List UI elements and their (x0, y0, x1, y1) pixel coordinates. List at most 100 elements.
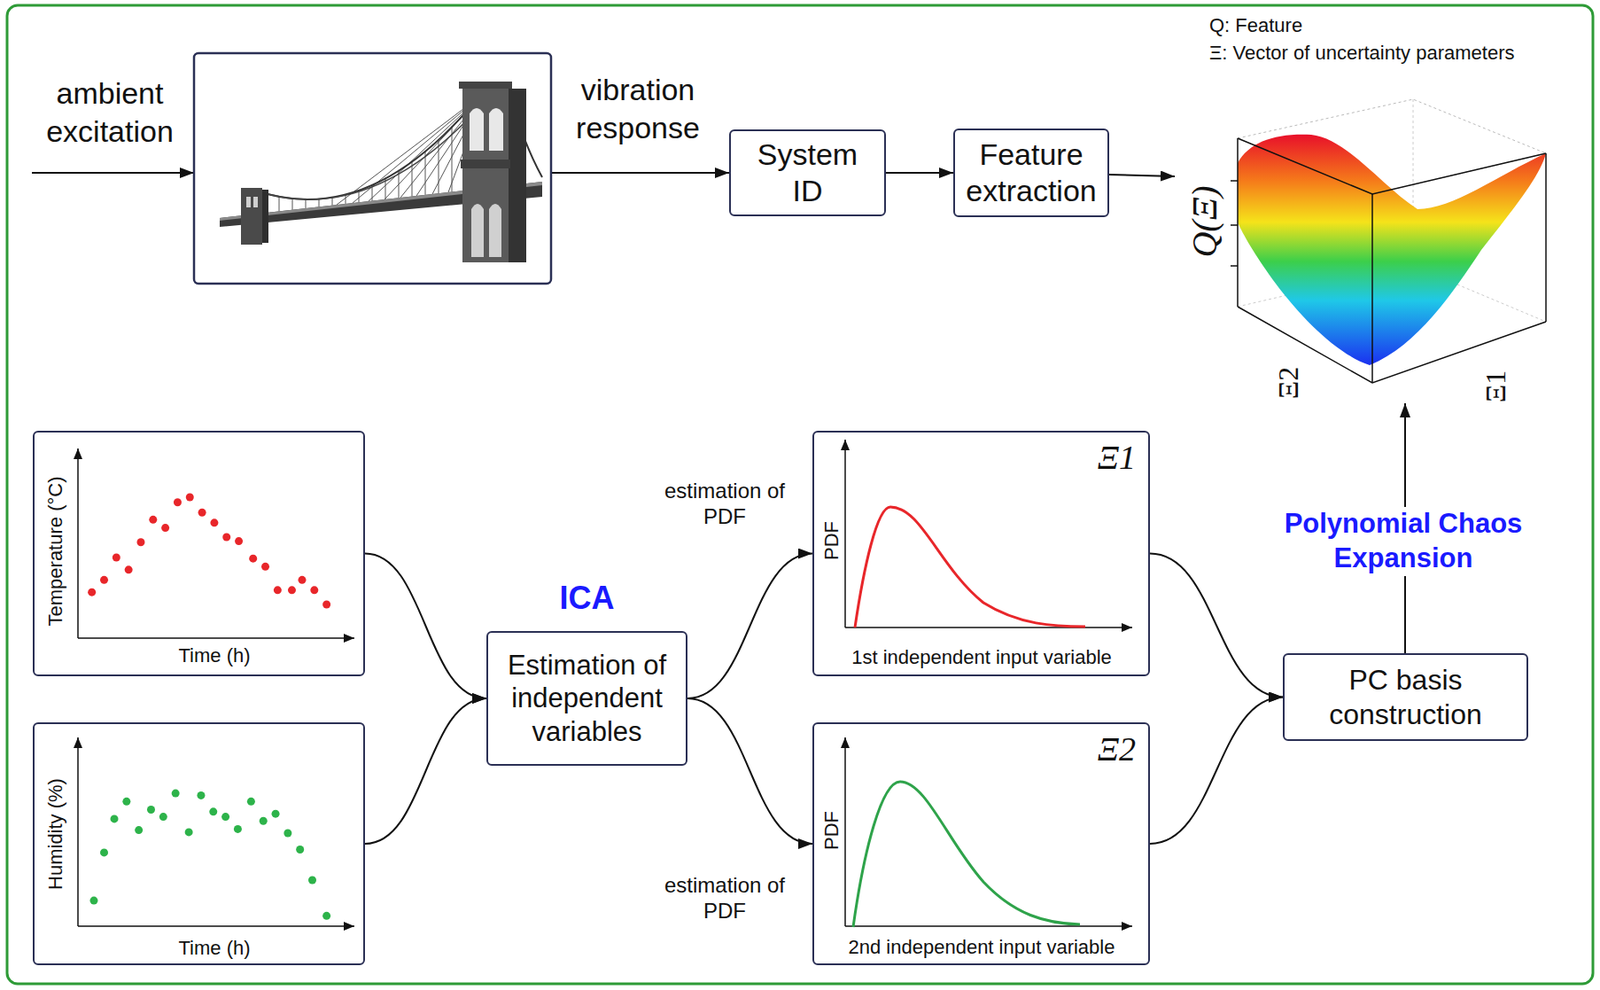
temperature-dot (234, 536, 243, 545)
chart-axes-part (844, 439, 847, 628)
chart-axes (77, 439, 1133, 926)
box-text: Estimation of independent variables (497, 648, 677, 748)
bridge-illustration-part (258, 92, 493, 200)
chart-axes-part (77, 737, 79, 926)
temperature-dot (248, 554, 257, 563)
bridge-illustration-part (253, 88, 486, 200)
chart-panel: Temperature (°C) Time (h) (32, 430, 366, 676)
bridge-illustration-part (462, 85, 509, 263)
humidity-dot (271, 809, 280, 818)
temperature-dot (124, 565, 133, 574)
connector-arrow (885, 171, 954, 174)
method-heading: ICA (559, 579, 615, 617)
pdf-curves-part (853, 781, 1080, 927)
temperature-dot (209, 518, 218, 527)
bridge-illustration-part (262, 189, 269, 243)
surface-plot-part (1236, 138, 1239, 307)
axis-label: Time (h) (178, 936, 250, 960)
axis-label: Humidity (%) (44, 777, 68, 890)
key-text: Ξ: Vector of uncertainty parameters (1209, 41, 1515, 65)
axis-label: Time (h) (178, 644, 250, 668)
humidity-dot (196, 791, 205, 800)
connector-arrow (365, 698, 487, 844)
pdf-panel: Ξ1PDF1st independent input variable (812, 430, 1150, 676)
method-label: Polynomial Chaos Expansion (1261, 506, 1546, 576)
humidity-dot (89, 896, 98, 905)
pdf-panel: Ξ2PDF2nd independent input variable (812, 722, 1150, 965)
temperature-dot (112, 552, 121, 561)
pdf-curves (853, 506, 1086, 927)
bridge-suspender (318, 198, 320, 207)
input-label: ambient excitation (30, 74, 190, 150)
bridge-suspender (279, 196, 280, 211)
bridge-illustration-part (489, 203, 502, 257)
bridge-suspender (292, 198, 294, 210)
process-box: System ID (729, 129, 886, 217)
temperature-dot (186, 493, 195, 502)
bridge-illustration-part (240, 187, 263, 245)
humidity-dot (134, 825, 143, 834)
temperature-dot (297, 575, 306, 584)
humidity-dot (259, 816, 268, 825)
bridge-illustration-part (458, 81, 513, 89)
process-box: ICAEstimation of independent variables (486, 630, 688, 766)
humidity-dot (100, 847, 109, 856)
key-text: Q: Feature (1209, 14, 1303, 38)
temperature-dot (87, 588, 96, 597)
bridge-illustration-part (471, 203, 484, 257)
chart-axes-part (844, 737, 847, 926)
box-text: Feature extraction (963, 136, 1099, 210)
temperature-dot (198, 508, 207, 517)
axis-label: 2nd independent input variable (848, 935, 1116, 959)
humidity-dot (283, 829, 292, 838)
surface-plot-part (1230, 224, 1238, 226)
edge-label: estimation of PDF (653, 478, 796, 530)
chart-axes-part (845, 626, 1133, 629)
chart-axes-part (77, 448, 79, 638)
pdf-curves-part (854, 506, 1086, 628)
surface-plot (1230, 99, 1546, 383)
bridge-illustration-part (460, 159, 511, 169)
edge-label: estimation of PDF (653, 872, 796, 925)
axis-label: Ξ1 (1478, 370, 1513, 404)
temperature-dot (148, 515, 157, 524)
temperature-dot (222, 532, 231, 541)
variable-symbol: Ξ2 (1097, 729, 1136, 769)
connector-arrow (687, 698, 813, 844)
humidity-dot (322, 911, 331, 920)
signal-label: vibration response (553, 70, 723, 147)
variable-symbol: Ξ1 (1097, 437, 1136, 477)
bridge-illustration-part (246, 196, 251, 208)
temperature-dot (161, 523, 170, 532)
temperature-dot (136, 537, 145, 546)
temperature-dot (173, 497, 182, 506)
humidity-dot (209, 807, 218, 816)
chart-panel: Humidity (%) Time (h) (32, 722, 366, 965)
outer-frame (7, 5, 1593, 984)
humidity-dot (122, 797, 131, 806)
chart-axes-part (77, 924, 355, 927)
temperature-dot (100, 575, 109, 584)
surface-plot-part (1230, 264, 1238, 267)
axis-label: Q(Ξ) (1183, 185, 1227, 257)
flow-arrows-part (551, 171, 730, 174)
surface-plot-part (1237, 134, 1546, 366)
humidity-dot (221, 812, 230, 821)
surface-plot-part (1237, 138, 1546, 195)
temperature-dot (273, 585, 282, 594)
flow-arrows-part (31, 171, 195, 174)
box-text: System ID (739, 136, 876, 210)
temperature-dots (87, 493, 331, 609)
box-text: PC basis construction (1293, 662, 1518, 731)
flow-arrows-part (1109, 174, 1175, 177)
temperature-dot (322, 599, 331, 608)
connector-arrow (365, 553, 487, 700)
bridge-suspender (305, 199, 307, 209)
bridge-illustration-part (253, 196, 258, 208)
axis-label: PDF (820, 520, 844, 560)
connector-arrow (1149, 697, 1283, 845)
humidity-dot (247, 797, 256, 806)
chart-axes-part (845, 924, 1133, 927)
bridge-illustration-part (508, 88, 527, 263)
axis-label: Temperature (°C) (44, 476, 68, 627)
